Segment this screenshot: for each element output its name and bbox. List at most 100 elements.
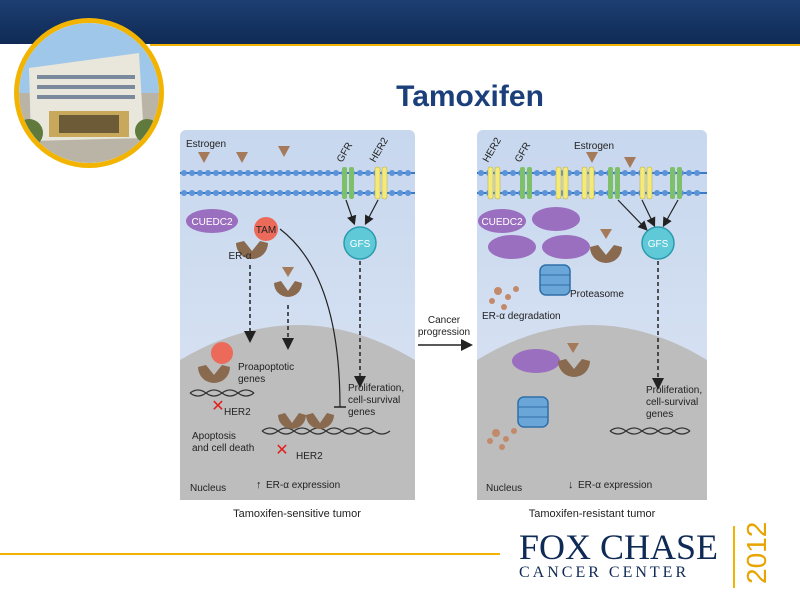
membrane-lipid [189,170,195,176]
membrane-lipid [534,190,540,196]
estrogen-label-left: Estrogen [186,139,226,150]
tam-label: TAM [256,225,276,236]
membrane-lipid [574,190,580,196]
membrane-lipid [269,190,275,196]
logo-divider [733,526,735,588]
membrane-lipid [261,170,267,176]
proteasome-icon [518,397,548,427]
membrane-lipid [542,170,548,176]
membrane-lipid [574,170,580,176]
membrane-lipid [253,170,259,176]
proteasome-icon [540,265,570,295]
logo-wordmark: FOX CHASE [519,526,718,568]
membrane-lipid [662,190,668,196]
proliferation-label-2: cell-survival [348,395,400,406]
slide-title: Tamoxifen [300,80,640,114]
footer-gold-rule [0,553,500,555]
membrane-lipid [197,190,203,196]
er-expression-label-right: ER-α expression [578,480,652,491]
membrane-lipid [301,190,307,196]
membrane-lipid [293,190,299,196]
membrane-lipid [253,190,259,196]
block-mark: ✕ [275,442,288,459]
membrane-lipid [245,170,251,176]
membrane-lipid [277,170,283,176]
membrane-lipid [181,170,187,176]
membrane-lipid [389,170,395,176]
membrane-lipid [229,190,235,196]
membrane-lipid [478,170,484,176]
progression-label-2: progression [418,327,470,338]
apoptosis-label-2: and cell death [192,443,254,454]
membrane-lipid [654,170,660,176]
membrane-lipid [213,190,219,196]
membrane-lipid [622,190,628,196]
cuedc2-label-right: CUEDC2 [481,217,523,228]
header-gold-rule [150,44,800,46]
membrane-lipid [285,190,291,196]
progression-label-1: Cancer [428,315,461,326]
membrane-lipid [630,170,636,176]
membrane-lipid [686,190,692,196]
up-arrow-icon: ↑ [256,479,262,491]
membrane-lipid [405,170,411,176]
sensitive-caption: Tamoxifen-sensitive tumor [233,508,361,520]
membrane-lipid [550,190,556,196]
membrane-lipid [229,170,235,176]
membrane-lipid [357,170,363,176]
logo-year: 2012 [741,522,773,584]
membrane-lipid [333,170,339,176]
proliferation-label-right-3: genes [646,409,673,420]
proliferation-label-right-2: cell-survival [646,397,698,408]
membrane-lipid [397,170,403,176]
membrane-lipid [325,170,331,176]
gfs-label-right: GFS [648,239,669,250]
membrane-lipid [534,170,540,176]
proliferation-label-right-1: Proliferation, [646,385,702,396]
tamoxifen-pathway-diagram: CUEDC2 TAM ER-α GFS ✕ ✕ Proapop [170,125,710,525]
membrane-lipid [598,170,604,176]
membrane-lipid [694,170,700,176]
membrane-lipid [630,190,636,196]
membrane-lipid [686,170,692,176]
membrane-lipid [550,170,556,176]
proapoptotic-label-2: genes [238,374,265,385]
membrane-lipid [542,190,548,196]
membrane-lipid [365,190,371,196]
membrane-lipid [221,170,227,176]
membrane-lipid [389,190,395,196]
membrane-lipid [654,190,660,196]
building-photo [14,18,164,168]
membrane-lipid [502,170,508,176]
membrane-lipid [405,190,411,196]
membrane-lipid [221,190,227,196]
membrane-lipid [478,190,484,196]
membrane-lipid [261,190,267,196]
proliferation-label-3: genes [348,407,375,418]
proliferation-label-1: Proliferation, [348,383,404,394]
membrane-lipid [293,170,299,176]
membrane-lipid [502,190,508,196]
apoptosis-label-1: Apoptosis [192,431,236,442]
down-arrow-icon: ↓ [568,479,574,491]
membrane-lipid [622,170,628,176]
membrane-lipid [317,190,323,196]
proapoptotic-label-1: Proapoptotic [238,362,294,373]
membrane-lipid [285,170,291,176]
resistant-caption: Tamoxifen-resistant tumor [529,508,656,520]
tamoxifen-sensitive-panel: CUEDC2 TAM ER-α GFS ✕ ✕ Proapop [180,130,415,520]
progression-arrow: Cancer progression [418,315,470,345]
membrane-lipid [325,190,331,196]
membrane-lipid [181,190,187,196]
membrane-lipid [333,190,339,196]
membrane-lipid [357,190,363,196]
membrane-lipid [694,190,700,196]
nucleus-label-left: Nucleus [190,483,226,494]
membrane-lipid [205,190,211,196]
tamoxifen-resistant-panel: CUEDC2 Proteasome ER-α degradation GFS [477,130,707,520]
cuedc2-label-left: CUEDC2 [191,217,233,228]
fox-chase-logo: FOX CHASE CANCER CENTER 2012 [505,520,795,600]
gfs-label-left: GFS [350,239,371,250]
er-expression-label-left: ER-α expression [266,480,340,491]
membrane-lipid [397,190,403,196]
